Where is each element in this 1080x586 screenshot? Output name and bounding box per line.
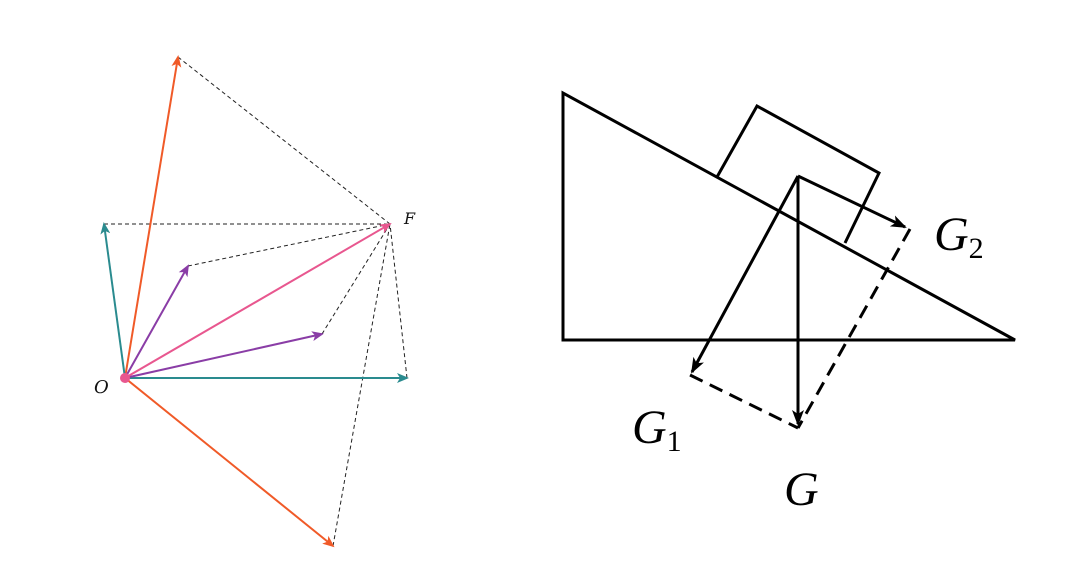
origin-point xyxy=(120,373,130,383)
dashed-line-orange-bottom-to-f xyxy=(332,223,391,547)
component-construction-dashes xyxy=(689,228,912,430)
purple-component-vector-a xyxy=(124,264,189,379)
parallelogram-decomposition-diagram: O F xyxy=(94,55,416,548)
g1-label: G1 xyxy=(632,401,682,458)
dashed-line-purple-b-to-f xyxy=(321,223,391,335)
dashed-line-purple-a-to-f xyxy=(187,223,391,267)
g2-label: G2 xyxy=(934,208,984,265)
resultant-force-vector xyxy=(124,222,392,379)
teal-component-vector-up xyxy=(100,222,126,379)
origin-label: O xyxy=(94,377,109,398)
dashed-line-teal-right-to-f xyxy=(389,223,408,379)
component-vector-g2 xyxy=(797,174,907,229)
dashed-line-orange-top-to-f xyxy=(177,56,391,225)
g-label: G xyxy=(784,463,819,516)
resultant-label: F xyxy=(403,209,416,228)
purple-component-vector-b xyxy=(124,331,324,379)
dashed-line-g1-to-g xyxy=(689,373,799,430)
incline-gravity-decomposition-diagram: G2 G1 G xyxy=(561,90,1016,516)
dashed-line-g2-to-g xyxy=(796,228,912,429)
inclined-plane xyxy=(561,90,1016,342)
orange-component-vector-down xyxy=(124,377,335,548)
construction-lines xyxy=(104,56,408,547)
component-vector-g1 xyxy=(690,175,800,374)
orange-component-vector-up xyxy=(124,55,182,379)
